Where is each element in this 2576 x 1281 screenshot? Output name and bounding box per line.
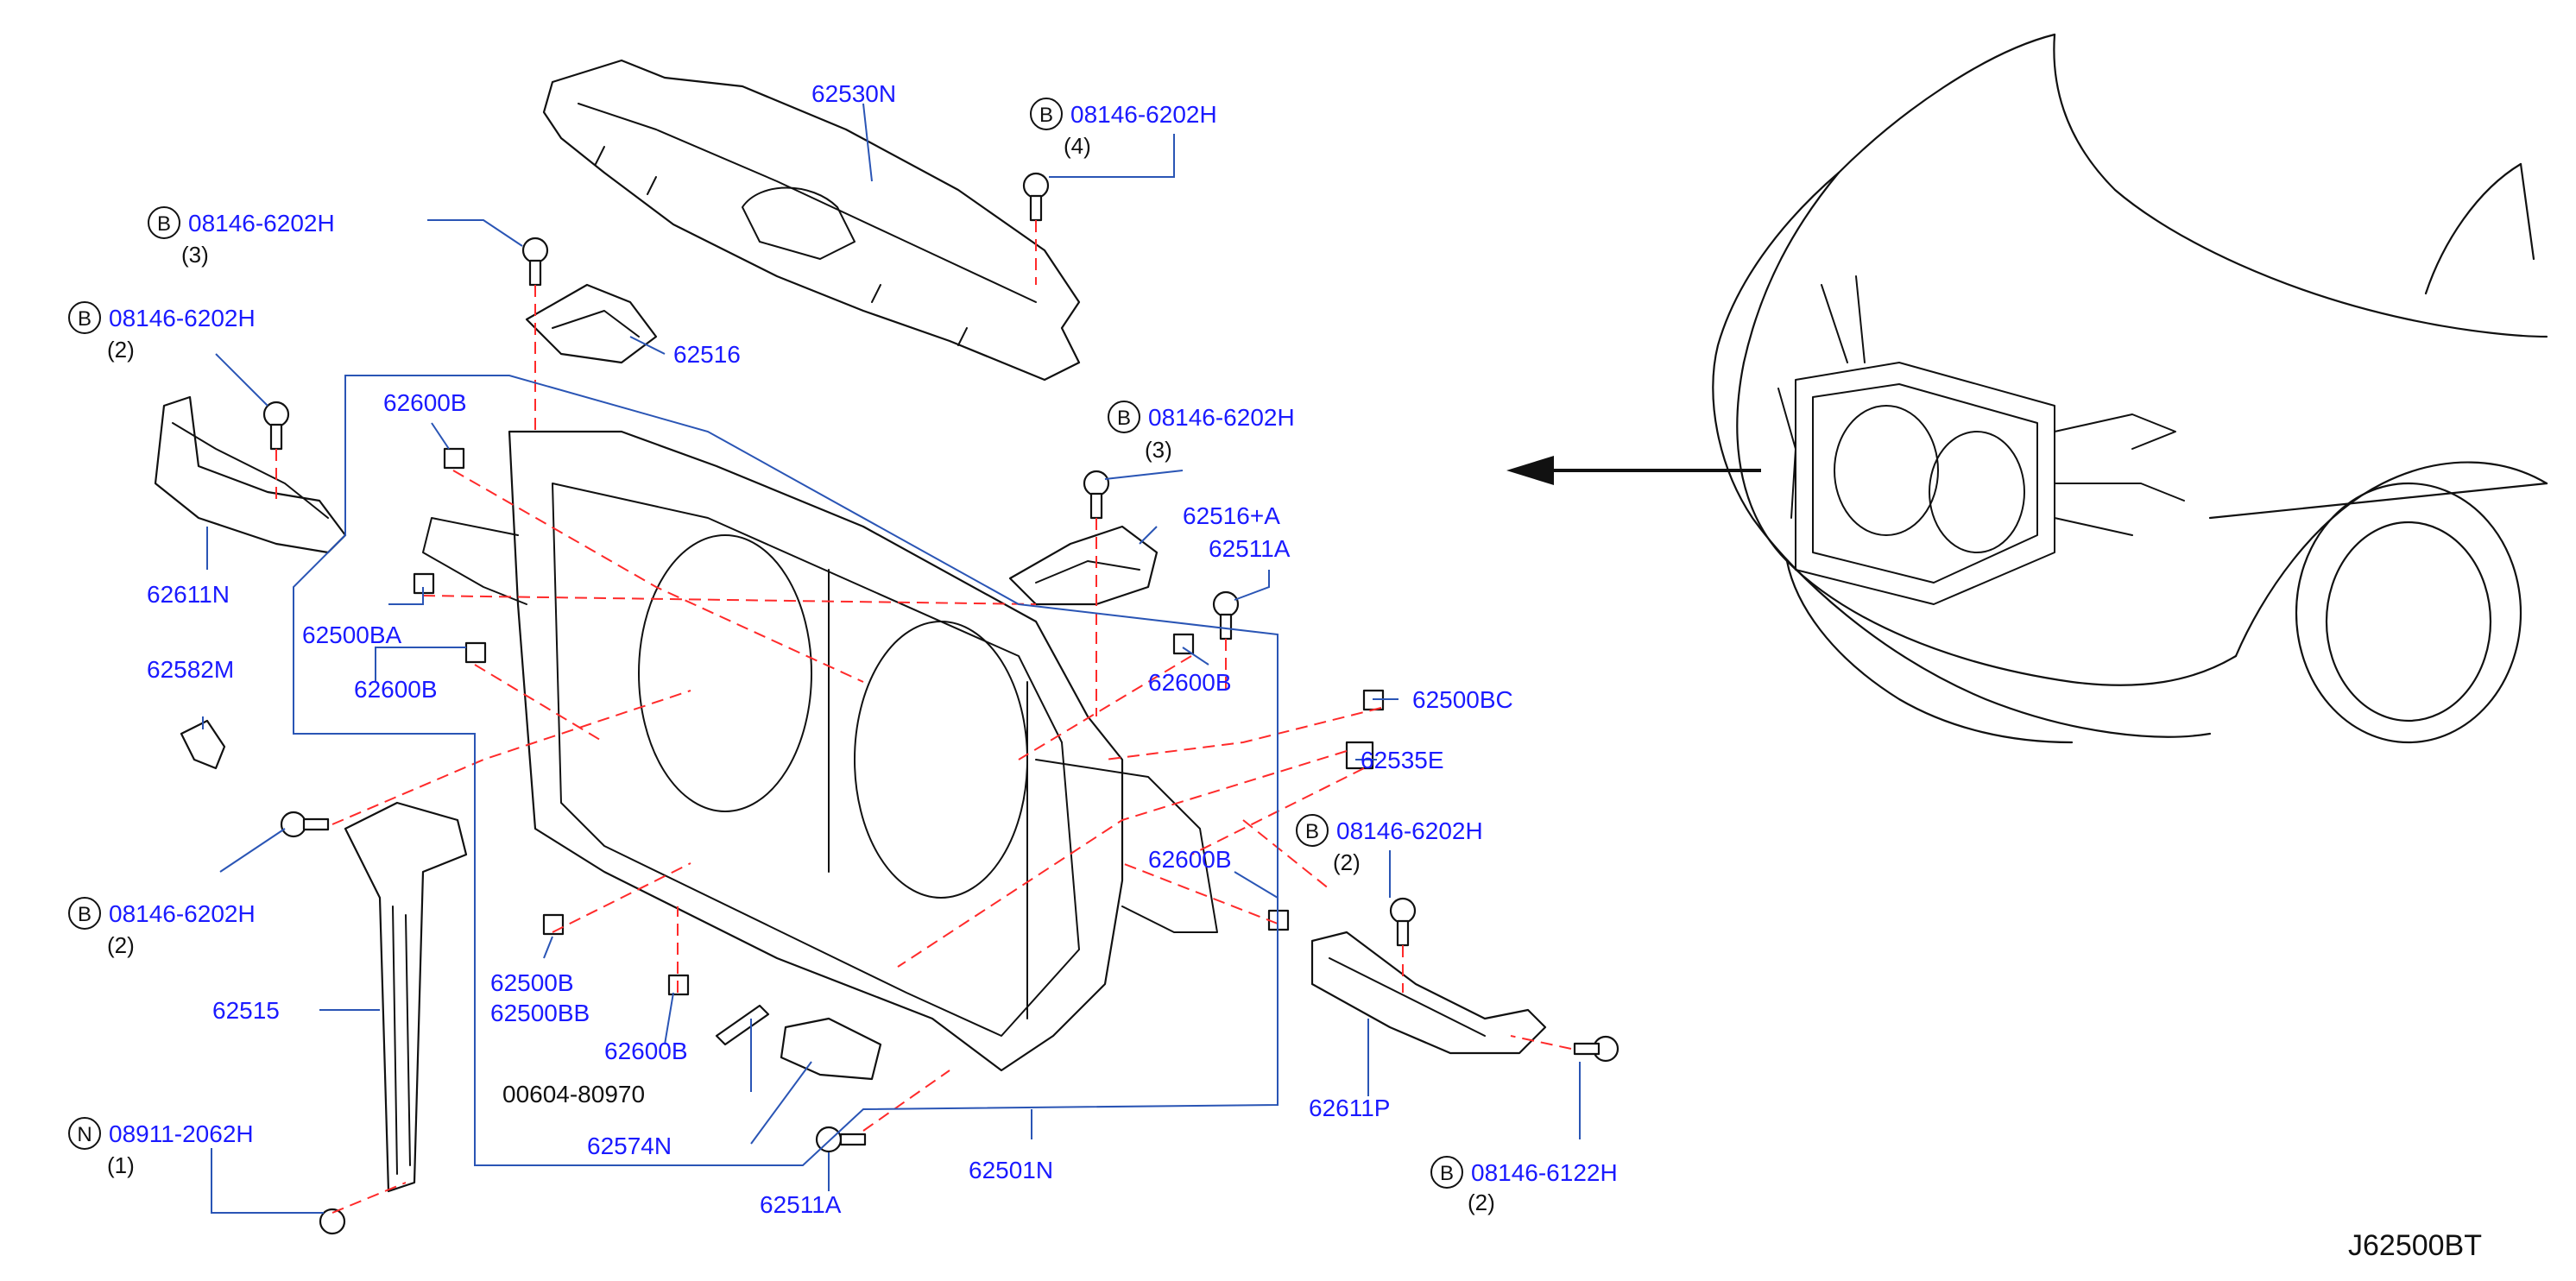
part-number-label: 62516: [673, 341, 741, 368]
locator-arrow: [1506, 456, 1761, 485]
bolt-icon: [262, 401, 290, 451]
callout-labels: 62530N B 08146-6202H (4) B 08146-6202H (…: [68, 80, 2482, 1262]
prefix-badge: B: [78, 903, 92, 926]
fastener-shapes: [262, 172, 1619, 1235]
prefix-badge: B: [1440, 1162, 1454, 1185]
bolt-icon: [1389, 897, 1417, 947]
part-number-label: 08146-6202H: [1070, 101, 1217, 128]
prefix-badge: B: [1305, 820, 1319, 843]
part-number-label: 62611N: [147, 581, 230, 608]
bolt-icon: [1212, 590, 1240, 640]
bolt-icon: [521, 237, 549, 287]
part-number-label: 62516+A: [1183, 502, 1280, 529]
clip-icon: [1345, 741, 1374, 770]
part-number-label: 62511A: [760, 1191, 842, 1218]
part-number-label: 62600B: [354, 676, 438, 703]
part-number-label: 62600B: [1148, 846, 1232, 873]
alignment-lines: [275, 220, 1572, 1214]
duct-62611n-part: [154, 395, 347, 554]
part-number-label: 62611P: [1309, 1095, 1390, 1121]
diagram-code: J62500BT: [2348, 1229, 2482, 1262]
prefix-badge: B: [1117, 407, 1131, 430]
bolt-icon: [1022, 172, 1050, 222]
plate-62574n-part: [780, 1017, 882, 1081]
part-number-label: 62515: [212, 997, 280, 1024]
part-number-label: 08146-6202H: [1148, 404, 1295, 431]
part-number-label: 62501N: [969, 1157, 1053, 1183]
bracket-62516a-part: [1008, 525, 1159, 606]
part-number-label: 08146-6202H: [109, 900, 256, 927]
prefix-badge: B: [157, 212, 171, 236]
clip-icon: [464, 641, 487, 664]
vehicle-locator-illustration: [1712, 33, 2548, 744]
leader-lines: [202, 103, 1581, 1214]
prefix-badge: N: [77, 1123, 92, 1146]
quantity-label: (3): [1145, 437, 1172, 463]
clip-icon: [1172, 633, 1195, 655]
radiator-core-support-part: [422, 430, 1218, 1072]
bolt-icon: [280, 811, 330, 838]
part-number-label: 62600B: [604, 1038, 688, 1064]
part-number-label: 62500BA: [302, 622, 402, 648]
bracket-62516-part: [525, 283, 658, 364]
clip-icon: [443, 447, 465, 470]
part-number-label: 08146-6202H: [1336, 817, 1483, 844]
part-number-label: 62574N: [587, 1133, 672, 1159]
part-number-label: 62535E: [1361, 747, 1444, 773]
part-number-label: 62530N: [811, 80, 896, 107]
prefix-badge: B: [1039, 104, 1053, 127]
part-number-label: 08146-6202H: [188, 210, 335, 237]
part-number-label: 62500BB: [490, 1000, 590, 1026]
bolt-icon: [1083, 470, 1110, 520]
quantity-label: (1): [107, 1152, 135, 1178]
quantity-label: (3): [181, 242, 209, 268]
rivet-icon: [715, 1004, 770, 1046]
part-number-label: 00604-80970: [502, 1081, 645, 1107]
nut-icon: [319, 1208, 346, 1235]
duct-62611p-part: [1310, 931, 1547, 1055]
part-number-label: 62500BC: [1412, 686, 1513, 713]
bolt-icon: [815, 1126, 867, 1153]
quantity-label: (4): [1064, 133, 1091, 159]
part-number-label: 08146-6122H: [1471, 1159, 1618, 1186]
part-number-label: 08911-2062H: [109, 1120, 254, 1147]
part-number-label: 62582M: [147, 656, 234, 683]
quantity-label: (2): [1468, 1190, 1495, 1215]
part-number-label: 62511A: [1209, 535, 1291, 562]
part-number-label: 62600B: [383, 389, 467, 416]
upper-cover-part: [542, 59, 1081, 382]
part-number-label: 62500B: [490, 969, 574, 996]
prefix-badge: B: [78, 307, 92, 331]
stay-62515-part: [344, 801, 468, 1193]
quantity-label: (2): [107, 337, 135, 363]
bolt-icon: [1573, 1035, 1619, 1063]
part-number-label: 08146-6202H: [109, 305, 256, 331]
quantity-label: (2): [1333, 849, 1361, 875]
quantity-label: (2): [107, 932, 135, 958]
part-number-label: 62600B: [1148, 669, 1232, 696]
